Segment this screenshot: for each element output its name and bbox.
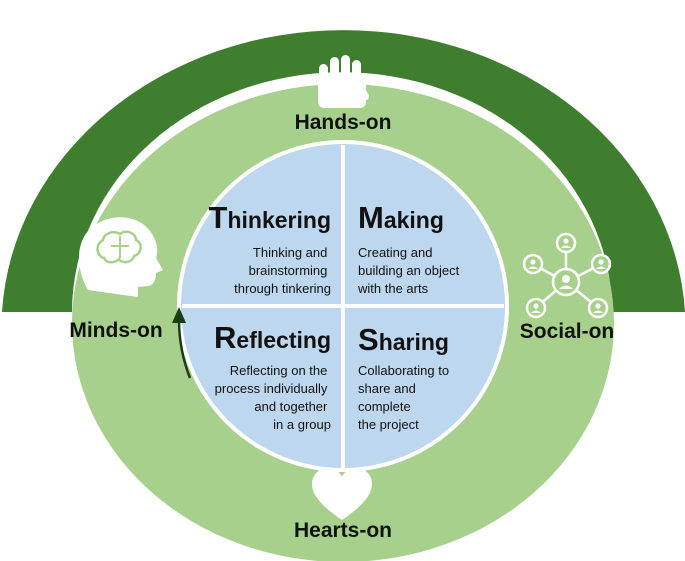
cycle-arrowhead — [172, 307, 186, 323]
hand-icon — [318, 55, 370, 108]
quadrant-desc-making: Creating and building an object with the… — [357, 245, 463, 296]
quadrant-title-thinkering: Thinkering — [209, 200, 331, 235]
quadrant-desc-thinkering: Thinking and brainstorming through tinke… — [234, 245, 331, 296]
brain-head-icon — [78, 217, 163, 297]
quadrant-title-reflecting: Reflecting — [214, 320, 331, 355]
quadrant-desc-sharing: Collaborating to share and complete the … — [358, 363, 453, 432]
cycle-arrow-arc — [177, 319, 192, 379]
label-hands-on: Hands-on — [295, 111, 392, 134]
quadrant-desc-reflecting: Reflecting on the process individually a… — [215, 363, 331, 432]
quadrant-title-sharing: Sharing — [358, 322, 449, 357]
heart-icon — [312, 468, 372, 520]
social-network-icon — [522, 232, 612, 319]
quadrant-title-making: Making — [358, 200, 444, 235]
label-social-on: Social-on — [520, 320, 615, 343]
social-network-people — [528, 238, 606, 313]
label-minds-on: Minds-on — [69, 319, 162, 342]
outer-arc-band — [2, 30, 685, 312]
label-hearts-on: Hearts-on — [294, 519, 392, 542]
